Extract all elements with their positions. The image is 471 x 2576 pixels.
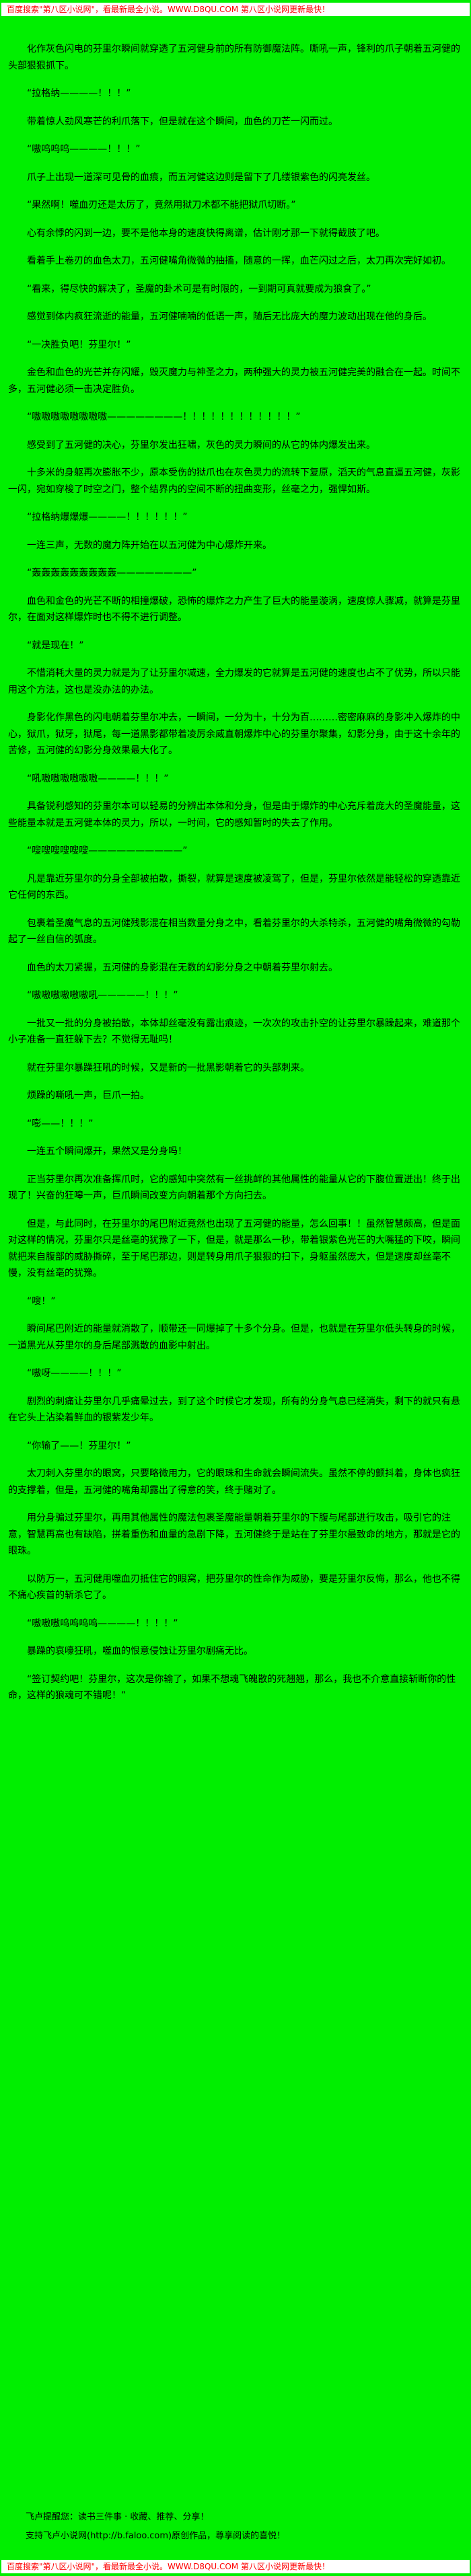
novel-paragraph: 剧烈的刺痛让芬里尔几乎痛晕过去，到了这个时候它才发现，所有的分身气息已经消失，剩… xyxy=(8,1396,460,1424)
novel-paragraph: 感受到了五河健的决心，芬里尔发出狂啸，灰色的灵力瞬间的从它的体内爆发出来。 xyxy=(27,439,375,451)
novel-paragraph: “签订契约吧！芬里尔，这次是你输了，如果不想魂飞魄散的死翘翘，那么，我也不介意直… xyxy=(8,1673,456,1702)
novel-paragraph: 心有余悸的闪到一边，要不是他本身的速度快得离谱，估计刚才那一下就得截肢了吧。 xyxy=(27,227,385,239)
novel-paragraph: “拉格纳————！！！” xyxy=(27,88,131,99)
novel-paragraph: 用分身骗过芬里尔，再用其他属性的魔法包裹圣魔能量朝着芬里尔的下腹与尾部进行攻击，… xyxy=(8,1513,460,1556)
novel-paragraph: 以防万一，五河健用噬血刃抵住它的眼窝，把芬里尔的性命作为威胁，要是芬里尔反悔，那… xyxy=(8,1573,460,1601)
novel-paragraph: “嗷呜呜呜————！！！” xyxy=(27,144,141,155)
bottom-promo-banner: 百度搜索"第八区小说网"，看最新最全小说。WWW.D8QU.COM 第八区小说网… xyxy=(1,2560,470,2573)
novel-paragraph: 看着手上卷刃的血色太刀，五河健嘴角微微的抽搐，随意的一挥，血芒闪过之后，太刀再次… xyxy=(27,256,451,266)
novel-paragraph: 金色和血色的光芒并存闪耀，毁灭魔力与神圣之力，两种强大的灵力被五河健完美的融合在… xyxy=(8,367,460,395)
novel-paragraph: “轰轰轰轰轰轰轰轰轰————————” xyxy=(27,568,197,578)
novel-paragraph: 感觉到体内疯狂流逝的能量，五河健喃喃的低语一声，随后无比庞大的魔力波动出现在他的… xyxy=(27,311,432,322)
novel-paragraph: 包裹着圣魔气息的五河健残影混在相当数量分身之中，看着芬里尔的大杀特杀，五河健的嘴… xyxy=(8,917,460,946)
novel-paragraph: 身影化作黑色的闪电朝着芬里尔冲去，一瞬间，一分为十，十分为百………密密麻麻的身影… xyxy=(8,712,460,756)
novel-paragraph: 正当芬里尔再次准备挥爪时，它的感知中突然有一丝挑衅的其他属性的能量从它的下腹位置… xyxy=(8,1174,460,1202)
novel-paragraph: “你输了——！芬里尔！” xyxy=(27,1440,131,1451)
novel-paragraph: 一连三声，无数的魔力阵开始在以五河健为中心爆炸开来。 xyxy=(27,539,272,551)
novel-paragraph: 烦躁的嘶吼一声，巨爪一拍。 xyxy=(27,1090,149,1101)
novel-paragraph: 但是，与此同时，在芬里尔的尾巴附近竟然也出现了五河健的能量，怎么回事！！虽然智慧… xyxy=(8,1218,460,1279)
novel-paragraph: “嗷嗷嗷呜呜呜呜————！！！！” xyxy=(27,1618,178,1629)
novel-paragraph: “嘭——！！！” xyxy=(27,1118,94,1129)
novel-paragraph: “嗷呀————！！！” xyxy=(27,1368,122,1379)
novel-paragraph: 不惜消耗大量的灵力就是为了让芬里尔减速，全力爆发的它就算是五河健的速度也占不了优… xyxy=(8,668,460,695)
novel-paragraph: 血色和金色的光芒不断的相撞爆破，恐怖的爆炸之力产生了巨大的能量漩涡，速度惊人骤减… xyxy=(8,595,460,623)
novel-paragraph: “一决胜负吧！芬里尔！” xyxy=(27,339,131,350)
novel-paragraph: “嗷嗷嗷嗷嗷嗷吼—————！！！” xyxy=(27,990,178,1001)
novel-paragraph: “果然啊！噬血刃还是太厉了，竟然用狱刀术都不能把狱爪切断。” xyxy=(27,200,296,211)
faloo-support-line: 支持飞卢小说网(http://b.faloo.com)原创作品，尊享阅读的喜悦！ xyxy=(26,2530,286,2541)
novel-paragraph: “就是现在！” xyxy=(27,640,84,651)
novel-paragraph: “吼嗷嗷嗷嗷嗷嗷————！！！” xyxy=(27,773,169,784)
novel-paragraph: 就在芬里尔暴躁狂吼的时候，又是新的一批黑影朝着它的头部刺来。 xyxy=(27,1062,310,1073)
novel-paragraph: 凡是靠近芬里尔的分身全部被拍散，撕裂，就算是速度被凌驾了，但是，芬里尔依然是能轻… xyxy=(8,873,460,901)
novel-body: 化作灰色闪电的芬里尔瞬间就穿透了五河健身前的所有防御魔法阵。嘶吼一声，锋利的爪子… xyxy=(0,19,471,1810)
novel-paragraph: “嗖嗖嗖嗖嗖嗖——————————” xyxy=(27,845,188,856)
top-promo-banner: 百度搜索"第八区小说网"，看最新最全小说。WWW.D8QU.COM 第八区小说网… xyxy=(1,3,470,16)
novel-paragraph: 一批又一批的分身被拍散，本体却丝毫没有露出痕迹，一次次的攻击扑空的让芬里尔暴躁起… xyxy=(8,1018,460,1046)
novel-paragraph: “嗷嗷嗷嗷嗷嗷嗷嗷————————！！！！！！！！！！！！” xyxy=(27,412,301,422)
novel-paragraph: “拉格纳爆爆爆————！！！！！！” xyxy=(27,512,188,523)
page-footer: 飞卢提醒您：读书三件事 · 收藏、推荐、分享！ 支持飞卢小说网(http://b… xyxy=(0,2506,471,2576)
novel-paragraph: “看来，得尽快的解决了，圣魔的卦术可是有时限的，一到期可真就要成为狼食了。” xyxy=(27,283,371,295)
novel-paragraph: 血色的太刀紧握，五河健的身影混在无数的幻影分身之中朝着芬里尔射去。 xyxy=(27,962,338,973)
novel-paragraph: 化作灰色闪电的芬里尔瞬间就穿透了五河健身前的所有防御魔法阵。嘶吼一声，锋利的爪子… xyxy=(8,44,460,71)
novel-paragraph: 暴躁的哀嚎狂吼，噬血的恨意侵蚀让芬里尔剧痛无比。 xyxy=(27,1646,253,1657)
novel-paragraph: 瞬间尾巴附近的能量就消散了，顺带还一同爆掉了十多个分身。但是，也就是在芬里尔低头… xyxy=(8,1324,460,1351)
novel-paragraph: 带着惊人劲风寒芒的利爪落下，但是就在这个瞬间，血色的刀芒一闪而过。 xyxy=(27,116,338,127)
faloo-notice-block: 飞卢提醒您：读书三件事 · 收藏、推荐、分享！ 支持飞卢小说网(http://b… xyxy=(0,2510,471,2557)
faloo-reminder-line: 飞卢提醒您：读书三件事 · 收藏、推荐、分享！ xyxy=(26,2511,209,2522)
novel-paragraph: 太刀刺入芬里尔的眼窝，只要略微用力，它的眼珠和生命就会瞬间流失。虽然不停的颤抖着… xyxy=(8,1468,460,1496)
novel-paragraph: “嗖！” xyxy=(27,1295,56,1307)
novel-paragraph: 爪子上出现一道深可见骨的血痕，而五河健这边则是留下了几缕银紫色的闪亮发丝。 xyxy=(27,172,375,183)
novel-paragraph: 十多米的身躯再次膨胀不少，原本受伤的狱爪也在灰色灵力的流转下复原，滔天的气息直逼… xyxy=(8,467,460,495)
novel-paragraph: 具备锐利感知的芬里尔本可以轻易的分辨出本体和分身，但是由于爆炸的中心充斥着庞大的… xyxy=(8,801,460,829)
novel-paragraph: 一连五个瞬间爆开，果然又是分身吗！ xyxy=(27,1146,187,1157)
